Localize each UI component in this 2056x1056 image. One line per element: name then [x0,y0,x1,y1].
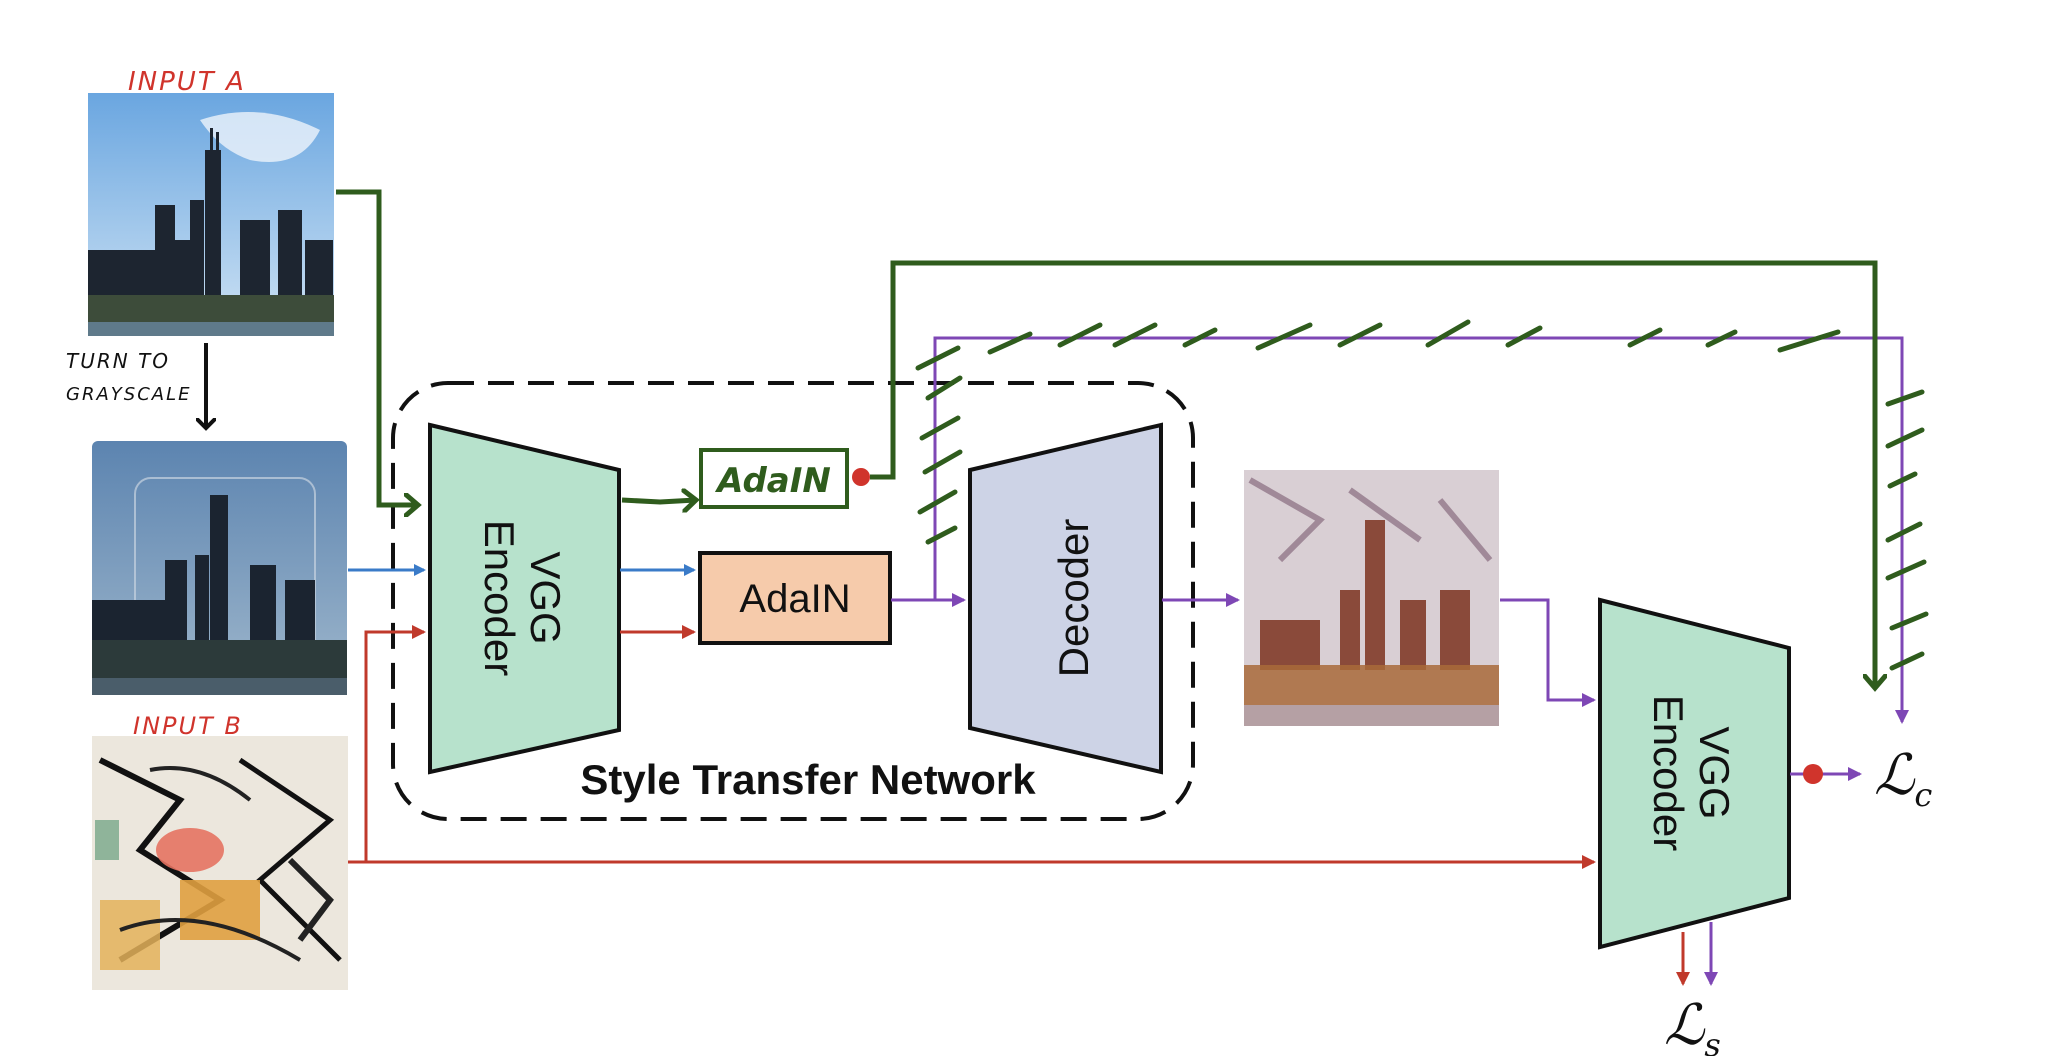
green-input-a-to-encoder [336,189,418,505]
purple-output-to-encoder-2 [1500,598,1596,707]
turn-to-label-line2: GRAYSCALE [66,384,191,405]
loss-c-dot [1803,764,1823,784]
adain-hand-dot [852,468,870,486]
input-a-label: INPUT A [128,67,246,97]
input-b-label: INPUT B [133,712,243,740]
adain-label: AdaIN [739,577,850,621]
green-adain-to-loss-c [870,260,1875,688]
vgg-encoder-1 [428,422,621,775]
vgg-encoder-2 [1598,597,1791,950]
adain-box [698,551,892,645]
vgg-encoder-1-label-line1: VGG [522,551,569,644]
input-b-image [92,736,348,990]
output-image [1244,470,1499,726]
strike-hatches [915,319,1929,671]
turn-to-label-line1: TURN TO [66,349,170,373]
adain-hand-label: AdaIN [714,461,831,501]
vgg-encoder-1-label-line2: Encoder [476,520,523,676]
green-encoder-to-adain [621,500,696,502]
red-style-path [348,625,426,864]
adain-hand-box [699,448,849,509]
decoder-label: Decoder [1050,519,1097,678]
vgg-encoder-2-label-line1: VGG [1691,726,1738,819]
vgg-encoder-2-label-line2: Encoder [1645,695,1692,851]
input-a-image [88,93,334,336]
network-title: Style Transfer Network [580,756,1036,803]
loss-s-label: ℒs [1664,993,1721,1056]
loss-c-label: ℒc [1874,743,1932,814]
decoder [968,422,1163,775]
grayscale-image [92,441,347,695]
